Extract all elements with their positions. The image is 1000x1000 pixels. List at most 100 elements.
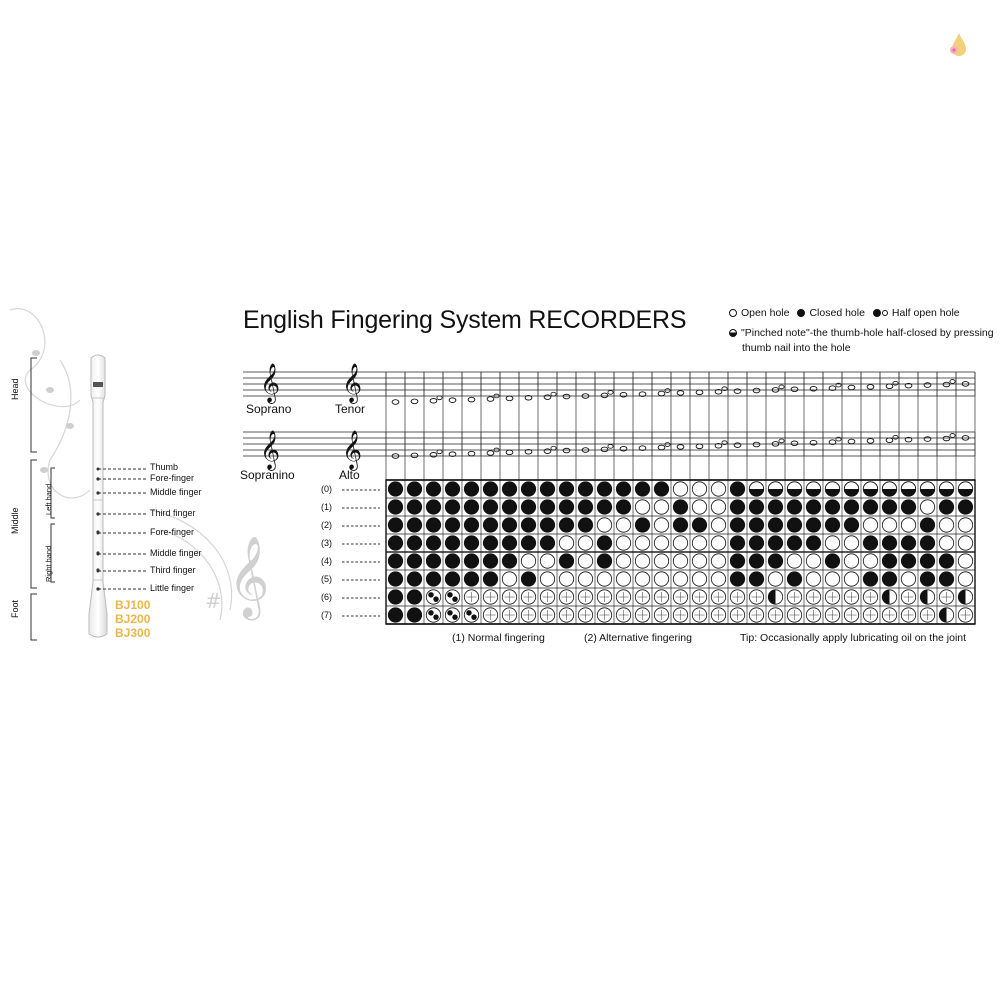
note-head xyxy=(486,396,495,402)
hole-closed xyxy=(520,571,537,587)
hole-open xyxy=(520,553,537,569)
hole-open xyxy=(577,535,594,551)
hole-pinched-open xyxy=(806,481,821,489)
note-head xyxy=(543,448,552,454)
hole-twin-a xyxy=(447,610,453,616)
note-head xyxy=(835,436,842,442)
hole-closed xyxy=(805,517,822,533)
hole-closed xyxy=(672,499,689,515)
hole-twin-b xyxy=(452,596,458,602)
hole-pinched-open xyxy=(749,481,764,489)
hole-open xyxy=(672,571,689,587)
hole-open xyxy=(653,517,670,533)
hole-closed xyxy=(425,481,442,497)
hole-closed xyxy=(767,499,784,515)
hole-closed xyxy=(900,535,917,551)
hole-closed xyxy=(539,535,556,551)
hole-closed xyxy=(539,481,556,497)
model-list: BJ100 BJ200 BJ300 xyxy=(115,598,150,640)
hole-open xyxy=(710,571,727,587)
hole-closed xyxy=(577,481,594,497)
note-head xyxy=(778,384,785,390)
hole-closed xyxy=(786,499,803,515)
hole-pinched-open xyxy=(768,481,783,489)
label-tenor: Tenor xyxy=(335,402,366,416)
hole-twin-b xyxy=(433,614,439,620)
hole-closed xyxy=(387,481,404,497)
hole-closed xyxy=(387,607,404,623)
hole-pinched-outline xyxy=(824,481,841,497)
pinched-hole-icon xyxy=(729,329,737,337)
note-head xyxy=(638,445,647,451)
hole-closed xyxy=(786,517,803,533)
note-head xyxy=(828,385,837,391)
note-head xyxy=(752,387,761,394)
note-head xyxy=(714,388,723,395)
row-label: (1) xyxy=(321,502,332,512)
hole-twin xyxy=(444,589,461,605)
finger-label-little: Little finger xyxy=(150,583,195,593)
finger-label-fore-right: Fore-finger xyxy=(150,527,195,537)
note-head xyxy=(436,449,443,455)
hole-open xyxy=(691,481,708,497)
hole-open xyxy=(691,571,708,587)
note-head xyxy=(619,391,628,398)
hole-closed xyxy=(843,517,860,533)
hole-closed xyxy=(406,589,423,605)
hole-open xyxy=(957,517,974,533)
hole-closed xyxy=(634,481,651,497)
hole-closed xyxy=(881,499,898,515)
hole-pinched-open xyxy=(920,481,935,489)
hole-open xyxy=(672,553,689,569)
legend-row-2: "Pinched note"-the thumb-hole half-close… xyxy=(729,327,994,339)
hole-open xyxy=(672,535,689,551)
finger-label-middle-right: Middle finger xyxy=(150,548,202,558)
hole-closed xyxy=(463,571,480,587)
legend-pinched: "Pinched note"-the thumb-hole half-close… xyxy=(741,327,994,339)
note-head xyxy=(790,386,799,393)
treble-clef-icon: 𝄞 xyxy=(260,363,281,403)
note-head xyxy=(448,397,457,403)
hole-closed xyxy=(558,553,575,569)
hole-closed xyxy=(463,553,480,569)
hole-open xyxy=(691,535,708,551)
hole-closed xyxy=(406,571,423,587)
hole-closed xyxy=(729,571,746,587)
hole-open xyxy=(900,571,917,587)
row-label: (3) xyxy=(321,538,332,548)
legend-open: Open hole xyxy=(741,307,790,319)
hole-closed xyxy=(577,517,594,533)
hole-closed xyxy=(596,499,613,515)
note-head xyxy=(410,398,419,405)
hole-open xyxy=(596,517,613,533)
hole-closed xyxy=(957,499,974,515)
hole-open xyxy=(634,553,651,569)
hole-pinched-outline xyxy=(843,481,860,497)
note-head xyxy=(809,439,818,446)
music-notes-decoration: 𝄞 # xyxy=(9,308,269,621)
note-head xyxy=(676,444,685,450)
finger-label-middle-left: Middle finger xyxy=(150,487,202,497)
row-label: (0) xyxy=(321,484,332,494)
hole-pinched-outline xyxy=(767,481,784,497)
hole-pinched-outline xyxy=(900,481,917,497)
model-bj200: BJ200 xyxy=(115,612,151,626)
note-head xyxy=(550,445,557,451)
hole-closed xyxy=(501,517,518,533)
note-head xyxy=(949,433,956,438)
note-head xyxy=(467,450,476,457)
row-label: (4) xyxy=(321,556,332,566)
hole-twin-b xyxy=(452,614,458,620)
hole-open xyxy=(710,517,727,533)
hole-pinched-outline xyxy=(862,481,879,497)
hole-closed xyxy=(520,517,537,533)
note-head xyxy=(923,382,932,388)
hole-closed xyxy=(729,535,746,551)
hole-pinched-outline xyxy=(881,481,898,497)
hole-open xyxy=(843,553,860,569)
hole-closed xyxy=(387,589,404,605)
finger-leader-lines xyxy=(96,467,147,591)
hole-closed xyxy=(463,517,480,533)
hole-closed xyxy=(558,517,575,533)
